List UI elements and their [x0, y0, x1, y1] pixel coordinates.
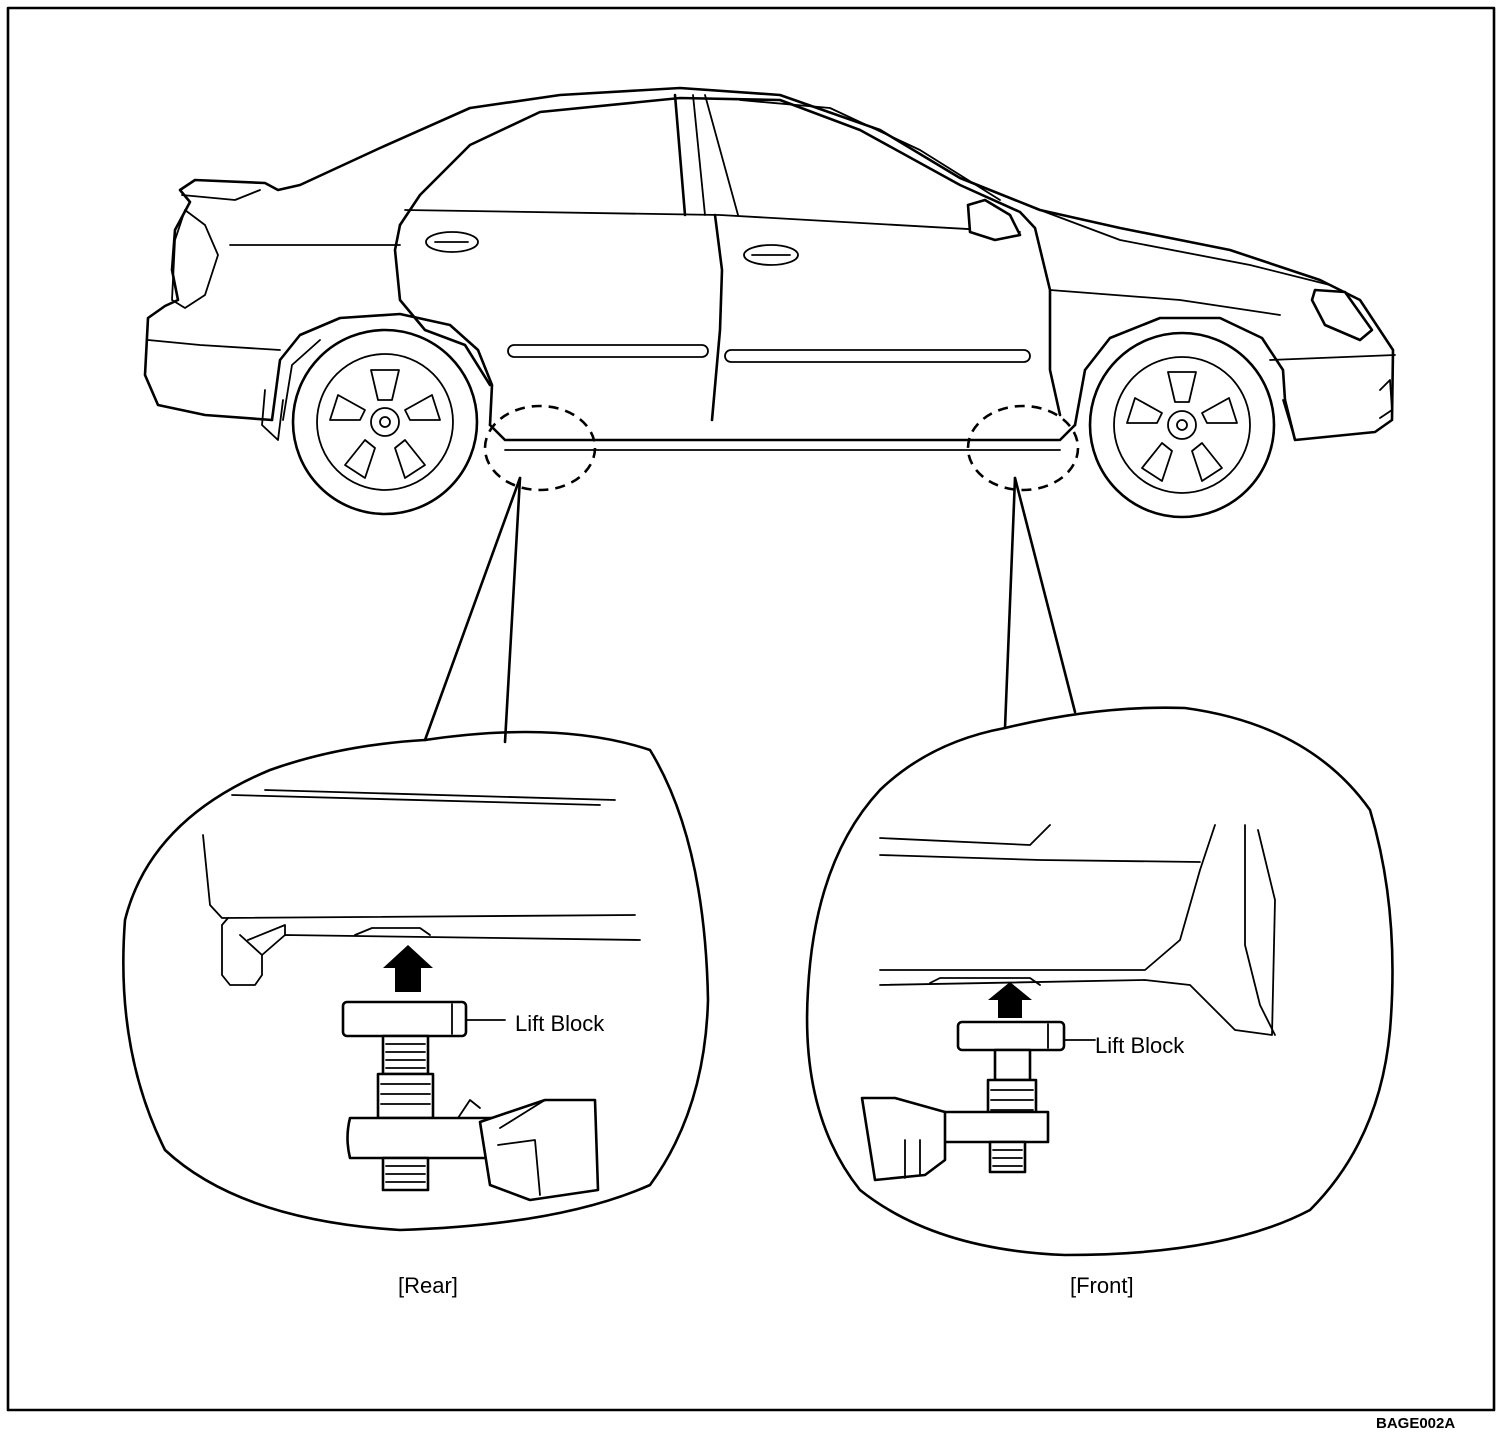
front-detail-view: Lift Block: [805, 476, 1394, 1257]
front-wheel: [1088, 331, 1276, 519]
front-lift-arrow: [988, 982, 1032, 1018]
figure-code: BAGE002A: [1376, 1415, 1455, 1432]
rear-caption: [Rear]: [398, 1273, 458, 1298]
rear-detail-view: Lift Block: [122, 476, 710, 1232]
rear-lift-point-marker: [483, 404, 597, 492]
rear-lift-block-label: Lift Block: [515, 1011, 605, 1036]
front-lift-point-marker: [966, 404, 1080, 492]
rear-lift-block: [341, 1000, 468, 1038]
figure-frame: [6, 6, 1496, 1412]
car-side-view: [143, 86, 1396, 519]
front-caption: [Front]: [1070, 1273, 1134, 1298]
rear-wheel: [291, 328, 479, 516]
rear-lift-arrow: [383, 945, 433, 992]
front-lift-block-label: Lift Block: [1095, 1033, 1185, 1058]
